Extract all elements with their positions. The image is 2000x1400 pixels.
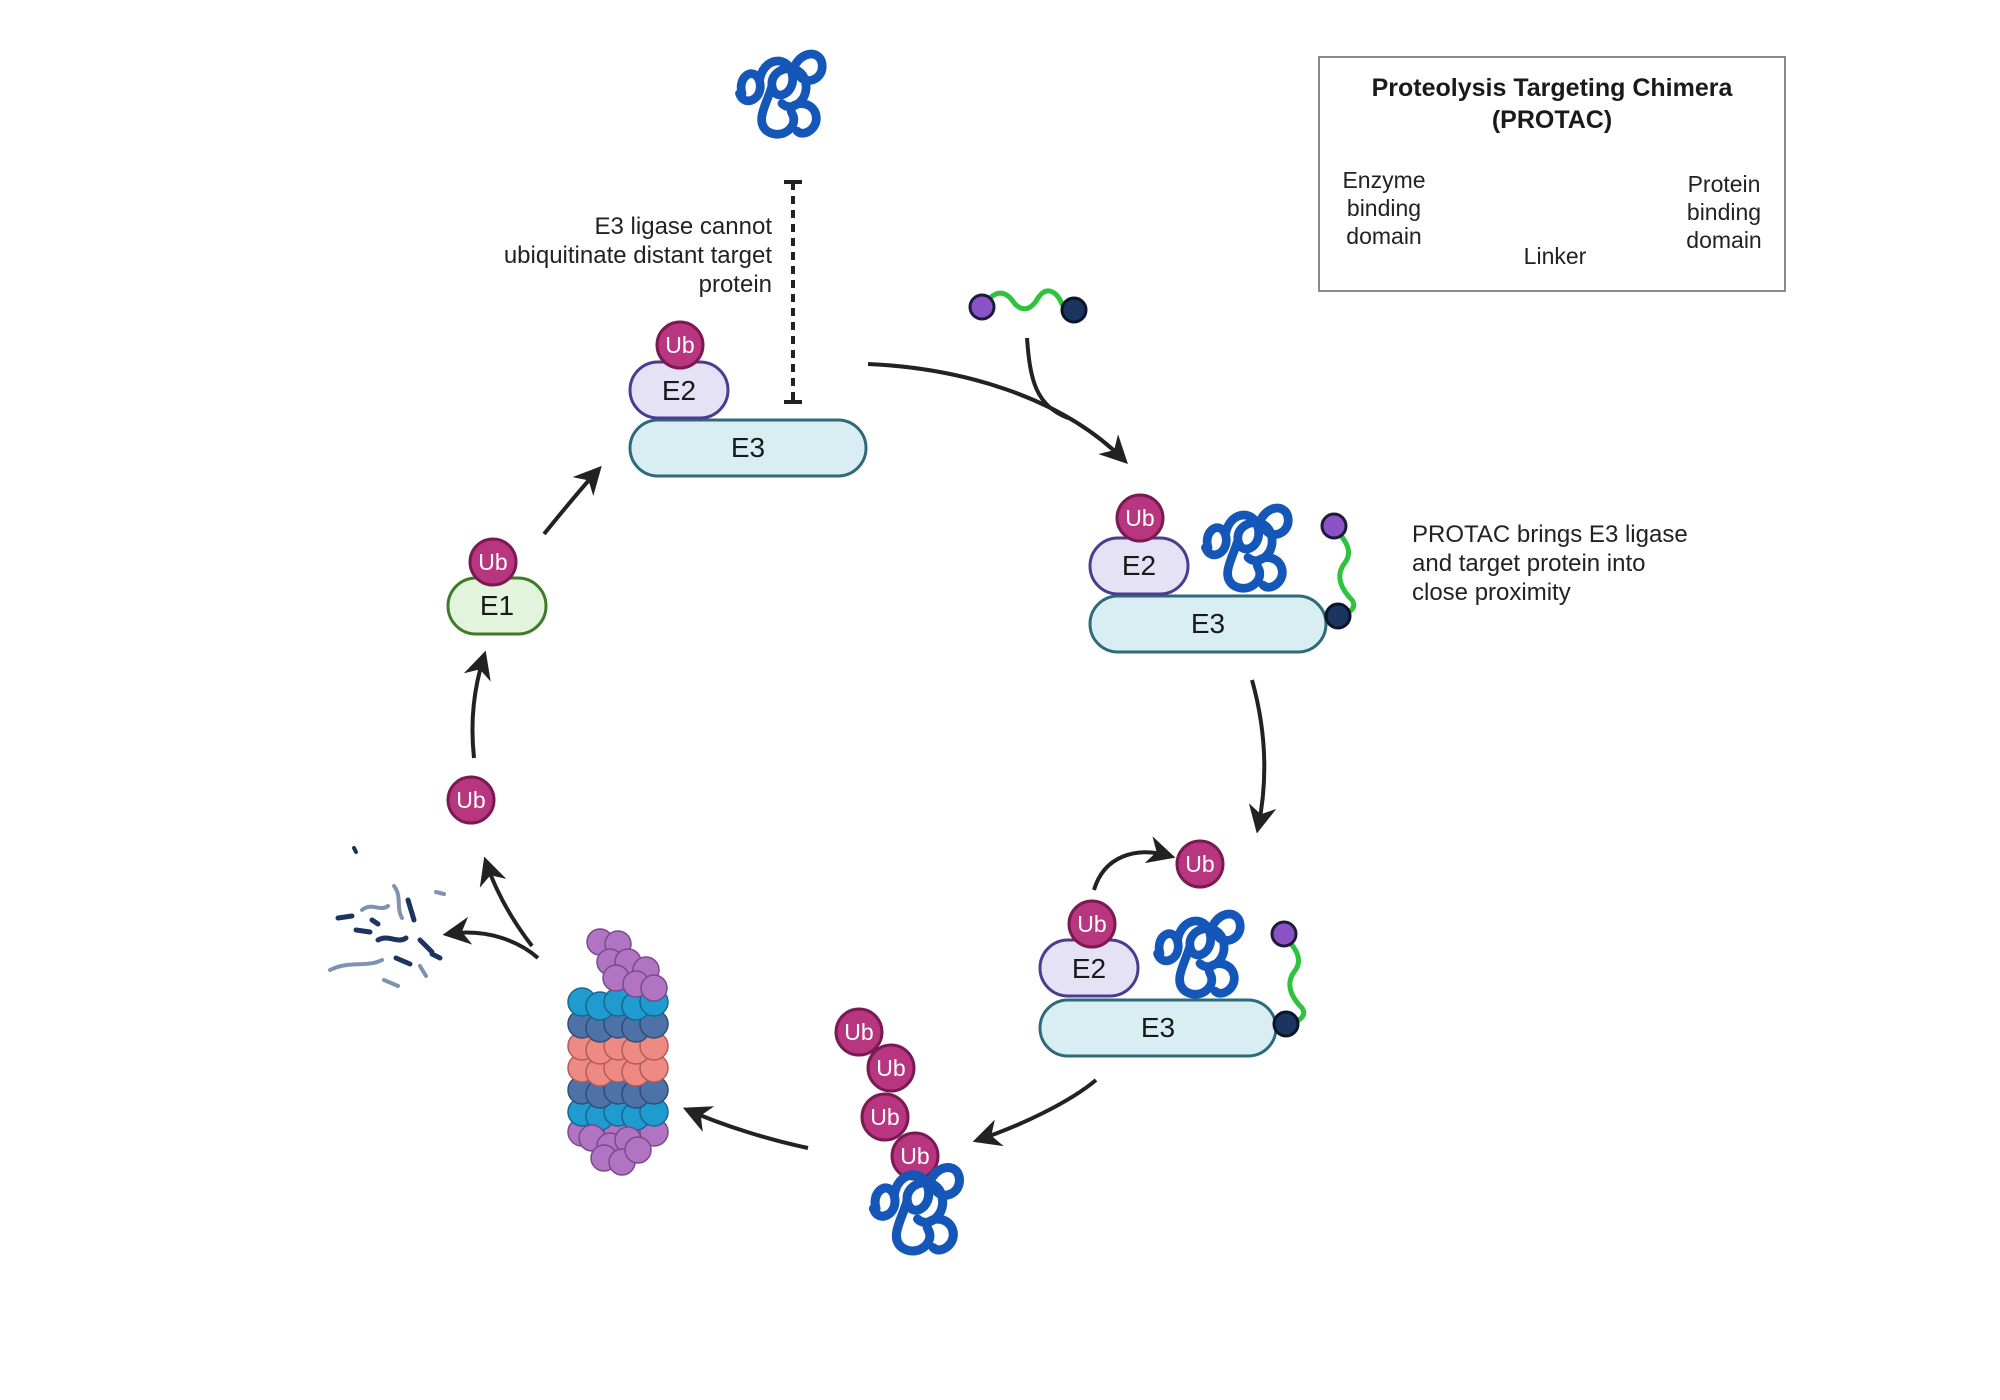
- e3-label: E3: [731, 432, 765, 463]
- protein-binding-domain: [1060, 296, 1088, 324]
- enzyme-binding-domain: [1270, 920, 1298, 948]
- note-line: ubiquitinate distant target: [503, 242, 772, 269]
- arrow-e3-to-protac-complex: [867, 362, 1128, 464]
- protac-molecule-free: [968, 288, 1088, 324]
- legend-line: Enzyme: [1342, 167, 1426, 193]
- arrow-to-polyubiquitinated-protein: [972, 1078, 1098, 1147]
- ub-label: Ub: [870, 1104, 899, 1130]
- proteasome: [567, 928, 669, 1176]
- e2-label: E2: [1122, 550, 1156, 581]
- ub-bead: [834, 1007, 884, 1057]
- legend-line: domain: [1346, 223, 1422, 249]
- free-ubiquitin: Ub: [446, 775, 496, 825]
- peptide-fragments: [328, 846, 446, 988]
- e3-e2-complex-top: E3 E2 Ub: [628, 320, 868, 478]
- legend-title: Proteolysis Targeting Chimera (PROTAC): [1320, 72, 1784, 136]
- note-line: and target protein into: [1412, 550, 1646, 577]
- proteasome-cap-subunit: [624, 1136, 652, 1164]
- note-line: protein: [698, 271, 772, 298]
- legend-title-line: (PROTAC): [1491, 106, 1613, 134]
- e3-label: E3: [1141, 1012, 1175, 1043]
- ub-bead: [655, 320, 705, 370]
- target-protein: [1206, 508, 1289, 588]
- target-protein: [873, 1168, 959, 1251]
- enzyme-binding-domain: [968, 293, 996, 321]
- e2-label: E2: [1072, 953, 1106, 984]
- e1-label: E1: [480, 590, 514, 621]
- ub-bead: [446, 775, 496, 825]
- ub-label: Ub: [478, 549, 507, 575]
- ub-bead: [1115, 493, 1165, 543]
- arrow-ub-to-e1: [463, 650, 491, 759]
- enzyme-binding-domain: [1320, 512, 1348, 540]
- legend-protein-label: Protein binding domain: [1674, 170, 1774, 254]
- note-line: close proximity: [1412, 579, 1571, 606]
- target-protein-distant: [740, 54, 823, 134]
- legend-line: binding: [1686, 199, 1762, 225]
- arrow-to-proteasome: [682, 1106, 809, 1150]
- protac-linker: [1281, 933, 1307, 1027]
- proteasome-cap-subunit: [640, 974, 668, 1002]
- arrow-ub-transfer: [1092, 836, 1176, 891]
- ub-label: Ub: [456, 787, 485, 813]
- e2-label: E2: [662, 375, 696, 406]
- legend-line: binding: [1346, 195, 1422, 221]
- e3-ligase: [1088, 594, 1328, 654]
- protac-legend: Proteolysis Targeting Chimera (PROTAC) E…: [1318, 56, 1786, 292]
- ub-label: Ub: [1077, 911, 1106, 937]
- ub-label: Ub: [665, 332, 694, 358]
- ub-label: Ub: [900, 1143, 929, 1169]
- arrow-protac-joins: [1025, 337, 1069, 420]
- note-line: E3 ligase cannot: [594, 213, 772, 240]
- note-no-ubiquitination: E3 ligase cannot ubiquitinate distant ta…: [440, 212, 772, 299]
- ub-bead: [866, 1043, 916, 1093]
- polyubiquitinated-protein: Ub Ub Ub Ub: [834, 1007, 959, 1251]
- arrow-complex-to-ubiquitination: [1248, 679, 1277, 834]
- ub-label: Ub: [1185, 851, 1214, 877]
- protein-binding-domain: [1272, 1010, 1300, 1038]
- arrow-proteasome-to-free-ub: [479, 856, 534, 948]
- arrow-e1-to-e2e3: [542, 465, 602, 536]
- legend-line: domain: [1686, 227, 1762, 253]
- e1-complex: E1 Ub: [446, 537, 548, 636]
- ub-label: Ub: [844, 1019, 873, 1045]
- ub-bead-transferred: [1175, 839, 1225, 889]
- protein-binding-domain: [1324, 602, 1352, 630]
- protac-linker: [1331, 525, 1357, 619]
- note-line: PROTAC brings E3 ligase: [1412, 521, 1688, 548]
- e3-ligase: [628, 418, 868, 478]
- target-protein: [1158, 914, 1241, 994]
- ternary-complex: E3 E2 Ub: [1088, 493, 1357, 654]
- legend-line: Protein: [1687, 171, 1761, 197]
- e3-label: E3: [1191, 608, 1225, 639]
- ub-label: Ub: [876, 1055, 905, 1081]
- legend-enzyme-label: Enzyme binding domain: [1334, 166, 1434, 250]
- legend-title-line: Proteolysis Targeting Chimera: [1371, 74, 1733, 102]
- ubiquitination-complex: E3 E2 Ub Ub: [1038, 839, 1307, 1058]
- arrow-proteasome-to-fragments: [442, 916, 540, 960]
- ub-label: Ub: [1125, 505, 1154, 531]
- note-protac-proximity: PROTAC brings E3 ligase and target prote…: [1412, 520, 1732, 607]
- ub-bead: [1067, 899, 1117, 949]
- ub-bead: [860, 1092, 910, 1142]
- legend-linker-label: Linker: [1523, 243, 1587, 269]
- ub-bead: [468, 537, 518, 587]
